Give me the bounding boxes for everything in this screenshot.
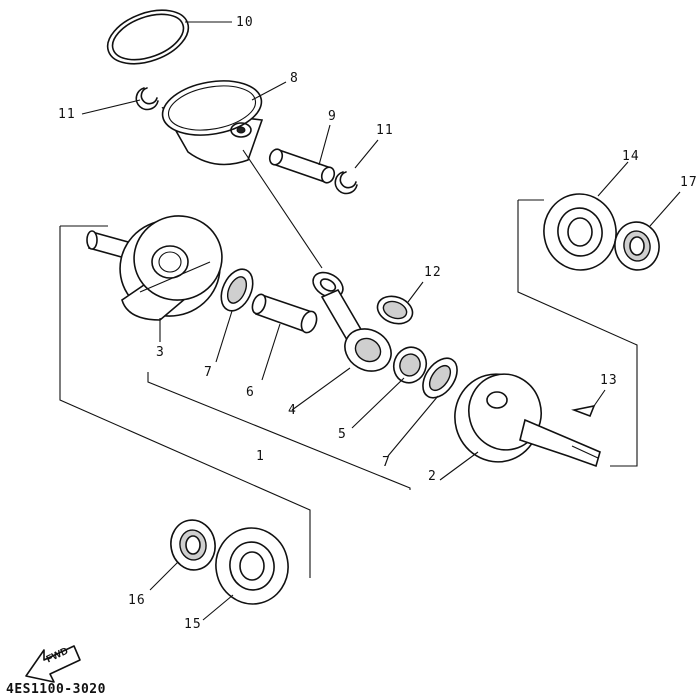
part-4-connecting-rod xyxy=(291,271,392,411)
part-12-small-end-bearing xyxy=(376,281,424,325)
callout-12: 12 xyxy=(424,265,442,280)
part-11-circlip-right xyxy=(334,139,379,195)
callout-7-right: 7 xyxy=(382,455,391,470)
part-8-piston xyxy=(161,80,287,166)
callout-8: 8 xyxy=(290,71,299,86)
callout-15: 15 xyxy=(184,617,202,632)
part-17-oil-seal-right xyxy=(614,191,681,271)
part-7-bearing-left xyxy=(215,268,254,363)
callout-13: 13 xyxy=(600,373,618,388)
callout-14: 14 xyxy=(622,149,640,164)
part-2-right-crank-half xyxy=(439,373,601,481)
part-16-oil-seal-left xyxy=(149,519,216,591)
part-3-left-crank-half xyxy=(86,215,223,342)
part-14-main-bearing-right xyxy=(543,161,629,271)
callout-11-right: 11 xyxy=(376,123,394,138)
part-15-main-bearing-left xyxy=(202,527,289,621)
callout-3: 3 xyxy=(156,345,165,360)
diagram-part-code: 4ES1100-3020 xyxy=(6,682,106,697)
part-7-bearing-right xyxy=(387,357,458,457)
part-6-crank-pin xyxy=(251,293,318,381)
callout-10: 10 xyxy=(236,15,254,30)
callout-11-left: 11 xyxy=(58,107,76,122)
callout-9: 9 xyxy=(328,109,337,124)
part-13-woodruff-key xyxy=(571,389,606,418)
fwd-arrow-icon xyxy=(25,645,81,683)
part-11-circlip-left xyxy=(81,87,159,115)
part-9-piston-pin xyxy=(268,124,336,184)
callout-1: 1 xyxy=(256,449,265,464)
callout-7-left: 7 xyxy=(204,365,213,380)
part-5-big-end-bearing xyxy=(351,346,428,429)
callout-2: 2 xyxy=(428,469,437,484)
callout-5: 5 xyxy=(338,427,347,442)
callout-4: 4 xyxy=(288,403,297,418)
callout-17: 17 xyxy=(680,175,698,190)
part-10-piston-ring xyxy=(106,9,232,65)
callout-16: 16 xyxy=(128,593,146,608)
callout-6: 6 xyxy=(246,385,255,400)
